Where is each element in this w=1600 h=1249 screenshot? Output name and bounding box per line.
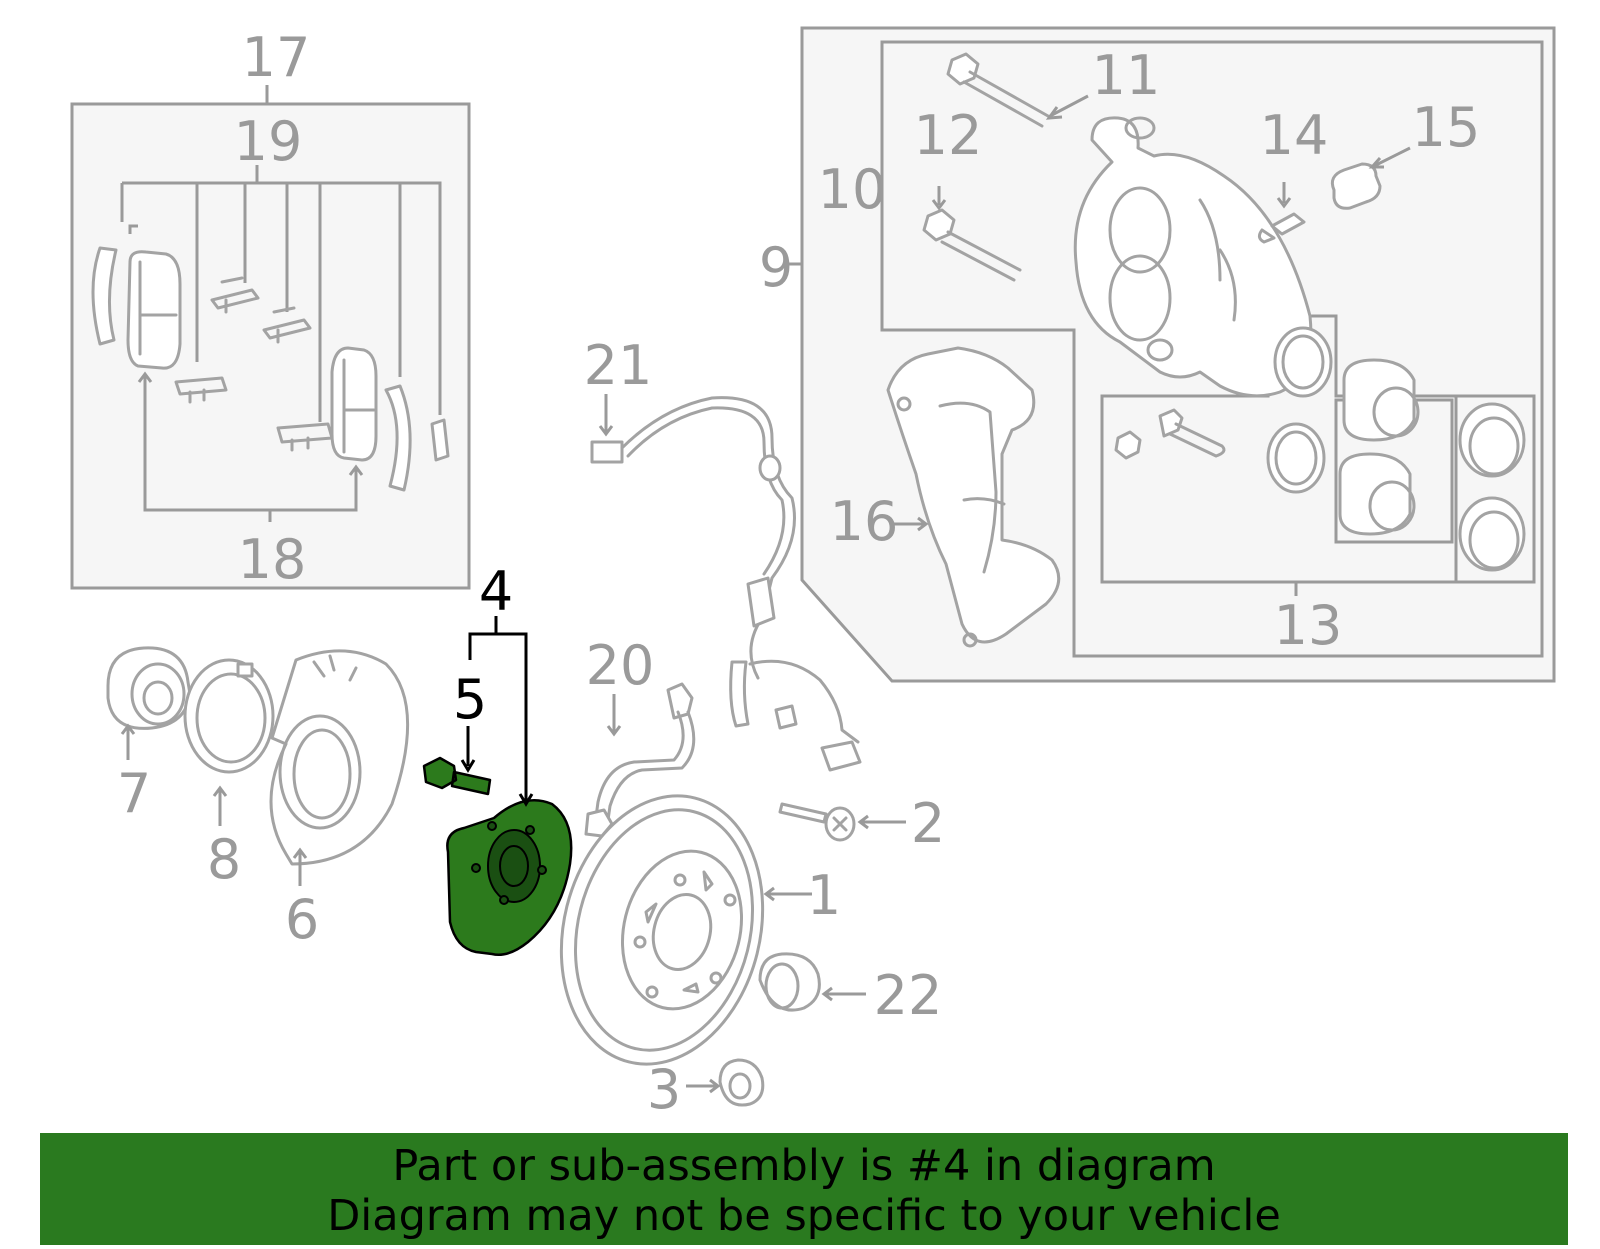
callout-6: 6 (285, 888, 319, 951)
info-banner: Part or sub-assembly is #4 in diagram Di… (40, 1133, 1568, 1245)
wear-indicator (430, 418, 450, 462)
sensor-connector (590, 440, 624, 464)
callout-22: 22 (874, 964, 943, 1027)
brake-pad-kit-group (70, 85, 471, 590)
rotor-screw-shaft (778, 802, 828, 824)
pad-shim-right (384, 384, 412, 492)
callout-20: 20 (586, 634, 655, 697)
hub-bolt (422, 756, 492, 796)
highlighted-part-4 (422, 756, 573, 956)
callout-19: 19 (234, 110, 303, 173)
leader-lines (120, 94, 1411, 1094)
callout-21: 21 (584, 334, 653, 397)
pad-clip-1 (210, 276, 260, 314)
pin-bolt-shaft (1168, 422, 1226, 458)
dust-shield (269, 649, 410, 866)
callout-13: 13 (1274, 594, 1343, 657)
hub-cap (758, 952, 821, 1012)
sensor-bracket (746, 576, 776, 628)
callout-11: 11 (1092, 44, 1161, 107)
sensor-probe (729, 660, 750, 728)
brake-hose (584, 682, 696, 838)
hose-fitting-top (666, 682, 694, 720)
sensor-clip (820, 740, 862, 772)
caliper-assembly-group (787, 26, 1556, 683)
small-bleeder (1114, 430, 1142, 460)
banner-line-2: Diagram may not be specific to your vehi… (327, 1191, 1281, 1241)
callout-3: 3 (647, 1058, 681, 1121)
pad-clip-3 (174, 376, 228, 404)
guide-bolt-11-head (946, 52, 980, 86)
callout-16: 16 (830, 490, 899, 553)
guide-boot (1330, 162, 1382, 210)
callout-4: 4 (479, 560, 513, 623)
callout-9: 9 (759, 236, 793, 299)
banner-line-1: Part or sub-assembly is #4 in diagram (392, 1141, 1216, 1191)
guide-bolt-12-shaft (940, 230, 1022, 282)
bleeder-screw (1257, 212, 1306, 244)
callout-12: 12 (914, 104, 983, 167)
pad-shim-left (91, 246, 118, 346)
guide-bolt-11-shaft (962, 70, 1050, 128)
wheel-speed-sensor (590, 396, 862, 772)
highlight-leaders (460, 616, 534, 807)
callout-7: 7 (117, 762, 151, 825)
brake-rotor (559, 794, 765, 1066)
callout-2: 2 (911, 792, 945, 855)
pad-inner (126, 250, 182, 370)
callout-8: 8 (207, 828, 241, 891)
caliper-bracket (886, 346, 1061, 644)
rotor-group (559, 794, 856, 1107)
callout-14: 14 (1260, 104, 1329, 167)
piston-2 (1338, 452, 1412, 536)
callout-1: 1 (807, 864, 841, 927)
callout-17: 17 (242, 26, 311, 89)
hub-components-left (106, 646, 410, 866)
pad-clip-2 (262, 306, 312, 344)
pad-outer (330, 346, 378, 462)
pin-bolt-head (1158, 408, 1184, 438)
callout-15: 15 (1412, 96, 1481, 159)
callout-labels: 17 19 18 11 12 10 9 14 15 16 13 21 20 4 … (117, 26, 1481, 1121)
wheel-bearing (106, 646, 192, 730)
callout-5: 5 (453, 668, 487, 731)
callout-18: 18 (238, 528, 307, 591)
piston-1 (1342, 358, 1416, 442)
guide-bolt-12-head (922, 208, 956, 242)
callout-10: 10 (818, 158, 887, 221)
